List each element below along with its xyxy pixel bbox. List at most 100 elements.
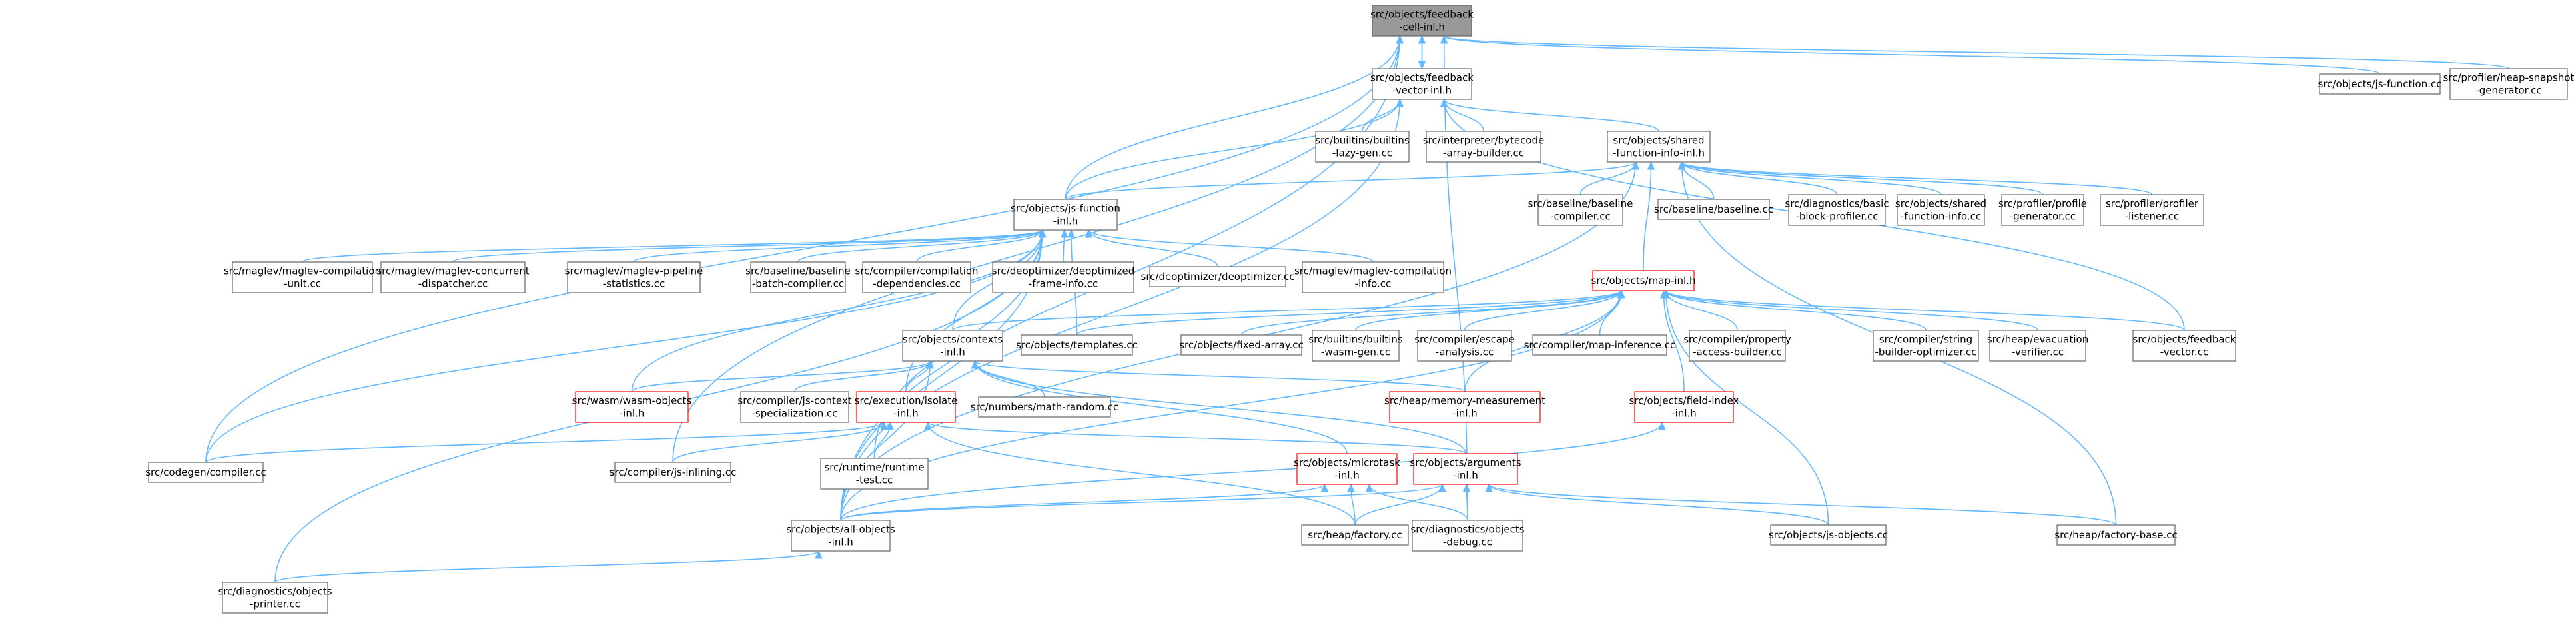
file-node-runtime-test[interactable]: src/runtime/runtime-test.cc [820, 458, 929, 490]
file-node-deopt-frame[interactable]: src/deoptimizer/deoptimized-frame-info.c… [992, 261, 1134, 293]
node-label-line: -inl.h [1334, 470, 1360, 482]
file-node-baseline-cc[interactable]: src/baseline/baseline.cc [1654, 199, 1773, 220]
node-box [1389, 391, 1541, 423]
file-node-comp-deps[interactable]: src/compiler/compilation-dependencies.cc [855, 261, 979, 293]
node-label-line: src/diagnostics/objects [1410, 524, 1524, 536]
file-node-basic-block[interactable]: src/diagnostics/basic-block-profiler.cc [1785, 194, 1889, 226]
file-node-baseline-compiler[interactable]: src/baseline/baseline-compiler.cc [1528, 194, 1633, 226]
node-box [2100, 194, 2204, 226]
node-box [222, 582, 328, 614]
node-label-line: -function-info.cc [1901, 211, 1981, 223]
file-node-heap-factory[interactable]: src/heap/factory.cc [1301, 524, 1409, 546]
node-label-line: src/compiler/map-inference.cc [1524, 339, 1676, 351]
node-box [1426, 131, 1541, 163]
node-label-line: src/objects/shared [1613, 135, 1704, 147]
node-label-line: -inl.h [1453, 470, 1478, 482]
dependency-edge [905, 229, 1043, 392]
dependency-edge [1354, 484, 1443, 526]
file-node-string-builder[interactable]: src/compiler/string-builder-optimizer.cc [1873, 330, 1979, 362]
node-label-line: -inl.h [893, 408, 919, 420]
file-node-map-inl[interactable]: src/objects/map-inl.h [1591, 270, 1696, 291]
dependency-edge [452, 229, 1043, 263]
node-label-line: -analysis.cc [1436, 346, 1494, 358]
edge-arrowhead [1060, 229, 1069, 238]
node-box [1412, 520, 1523, 552]
file-node-maglev-concurrent[interactable]: src/maglev/maglev-concurrent-dispatcher.… [376, 261, 530, 293]
edge-arrowhead [1440, 35, 1448, 44]
edge-arrowhead [1084, 229, 1093, 238]
dependency-edge [794, 360, 931, 392]
file-node-deoptimizer[interactable]: src/deoptimizer/deoptimizer.cc [1141, 266, 1295, 287]
edge-arrowhead [1677, 161, 1686, 170]
file-node-profiler-listener[interactable]: src/profiler/profiler-listener.cc [2100, 194, 2204, 226]
file-node-arguments-inl[interactable]: src/objects/arguments-inl.h [1410, 453, 1521, 485]
file-node-baseline-batch[interactable]: src/baseline/baseline-batch-compiler.cc [745, 261, 851, 293]
node-label-line: src/objects/js-objects.cc [1769, 529, 1888, 541]
file-node-math-random[interactable]: src/numbers/math-random.cc [971, 396, 1118, 418]
node-label-line: src/profiler/profile [1998, 198, 2087, 210]
node-label-line: src/maglev/maglev-concurrent [376, 265, 529, 277]
file-node-js-function-cc[interactable]: src/objects/js-function.cc [2318, 73, 2442, 95]
file-node-bytecode-builder[interactable]: src/interpreter/bytecode-array-builder.c… [1423, 131, 1545, 163]
file-node-heap-snapshot[interactable]: src/profiler/heap-snapshot-generator.cc [2443, 68, 2575, 100]
file-node-escape-analysis[interactable]: src/compiler/escape-analysis.cc [1414, 330, 1515, 362]
edge-arrowhead [1647, 161, 1655, 170]
node-label-line: -vector.cc [2160, 346, 2208, 358]
dependency-edge [1681, 161, 1942, 195]
dependency-edge [1065, 161, 1637, 200]
node-box [1302, 261, 1444, 293]
node-label-line: src/objects/map-inl.h [1591, 275, 1696, 287]
file-node-maglev-comp-info[interactable]: src/maglev/maglev-compilation-info.cc [1294, 261, 1452, 293]
file-node-js-function-inl[interactable]: src/objects/js-function-inl.h [1011, 199, 1120, 231]
file-node-fixed-array[interactable]: src/objects/fixed-array.cc [1179, 334, 1304, 356]
node-box [1013, 199, 1118, 231]
edge-arrowhead [971, 360, 979, 369]
edge-arrowhead [1320, 483, 1329, 492]
file-node-builtins-lazy[interactable]: src/builtins/builtins-lazy-gen.cc [1315, 131, 1410, 163]
file-node-factory-base[interactable]: src/heap/factory-base.cc [2054, 524, 2178, 546]
dependency-edge [840, 360, 931, 521]
file-node-shared-fn-cc[interactable]: src/objects/shared-function-info.cc [1895, 194, 1986, 226]
file-node-map-inference[interactable]: src/compiler/map-inference.cc [1524, 334, 1676, 356]
file-node-property-access[interactable]: src/compiler/property-access-builder.cc [1683, 330, 1791, 362]
file-node-feedback-cell[interactable]: src/objects/feedback-cell-inl.h [1370, 5, 1474, 37]
node-box [2056, 524, 2176, 546]
dependency-edge [1065, 35, 1401, 200]
node-box [2132, 330, 2236, 362]
dependency-edge [1088, 229, 1218, 267]
file-node-codegen-compiler[interactable]: src/codegen/compiler.cc [145, 462, 266, 483]
node-box [1873, 330, 1979, 362]
file-node-wasm-objects[interactable]: src/wasm/wasm-objects-inl.h [572, 391, 692, 423]
node-label-line: src/heap/evacuation [1987, 334, 2088, 346]
file-node-profile-gen[interactable]: src/profiler/profile-generator.cc [1998, 194, 2087, 226]
file-node-field-index[interactable]: src/objects/field-index-inl.h [1629, 391, 1739, 423]
file-node-microtask-inl[interactable]: src/objects/microtask-inl.h [1294, 453, 1400, 485]
node-label-line: src/deoptimizer/deoptimizer.cc [1141, 271, 1295, 283]
file-node-maglev-comp-unit[interactable]: src/maglev/maglev-compilation-unit.cc [224, 261, 381, 293]
file-node-evacuation[interactable]: src/heap/evacuation-verifier.cc [1987, 330, 2088, 362]
dependency-edge [205, 422, 885, 463]
file-node-shared-fn-inl[interactable]: src/objects/shared-function-info-inl.h [1607, 131, 1711, 163]
node-label-line: src/maglev/maglev-pipeline [565, 265, 703, 277]
file-node-isolate-inl[interactable]: src/execution/isolate-inl.h [855, 391, 958, 423]
file-node-js-inlining[interactable]: src/compiler/js-inlining.cc [610, 462, 737, 483]
file-node-objects-debug[interactable]: src/diagnostics/objects-debug.cc [1410, 520, 1525, 552]
file-node-js-context-spec[interactable]: src/compiler/js-context-specialization.c… [737, 391, 852, 423]
node-label-line: src/objects/feedback [1370, 9, 1474, 21]
file-node-maglev-pipeline[interactable]: src/maglev/maglev-pipeline-statistics.cc [565, 261, 703, 293]
dependency-edge [927, 422, 1356, 526]
file-node-memory-measure[interactable]: src/heap/memory-measurement-inl.h [1384, 391, 1545, 423]
file-node-objects-printer[interactable]: src/diagnostics/objects-printer.cc [218, 582, 332, 614]
file-node-templates[interactable]: src/objects/templates.cc [1016, 334, 1138, 356]
node-box [1315, 131, 1410, 163]
file-node-contexts-inl[interactable]: src/objects/contexts-inl.h [902, 330, 1003, 362]
node-box [567, 261, 701, 293]
file-node-feedback-vector-cc[interactable]: src/objects/feedback-vector.cc [2132, 330, 2236, 362]
file-node-all-objects[interactable]: src/objects/all-objects-inl.h [786, 520, 895, 552]
file-node-builtins-wasm[interactable]: src/builtins/builtins-wasm-gen.cc [1308, 330, 1403, 362]
node-label-line: -specialization.cc [752, 408, 838, 420]
node-label-line: src/interpreter/bytecode [1423, 135, 1545, 147]
file-node-js-objects-cc[interactable]: src/objects/js-objects.cc [1769, 524, 1888, 546]
file-node-feedback-vector-inl[interactable]: src/objects/feedback-vector-inl.h [1370, 68, 1474, 100]
node-box [1149, 266, 1286, 287]
